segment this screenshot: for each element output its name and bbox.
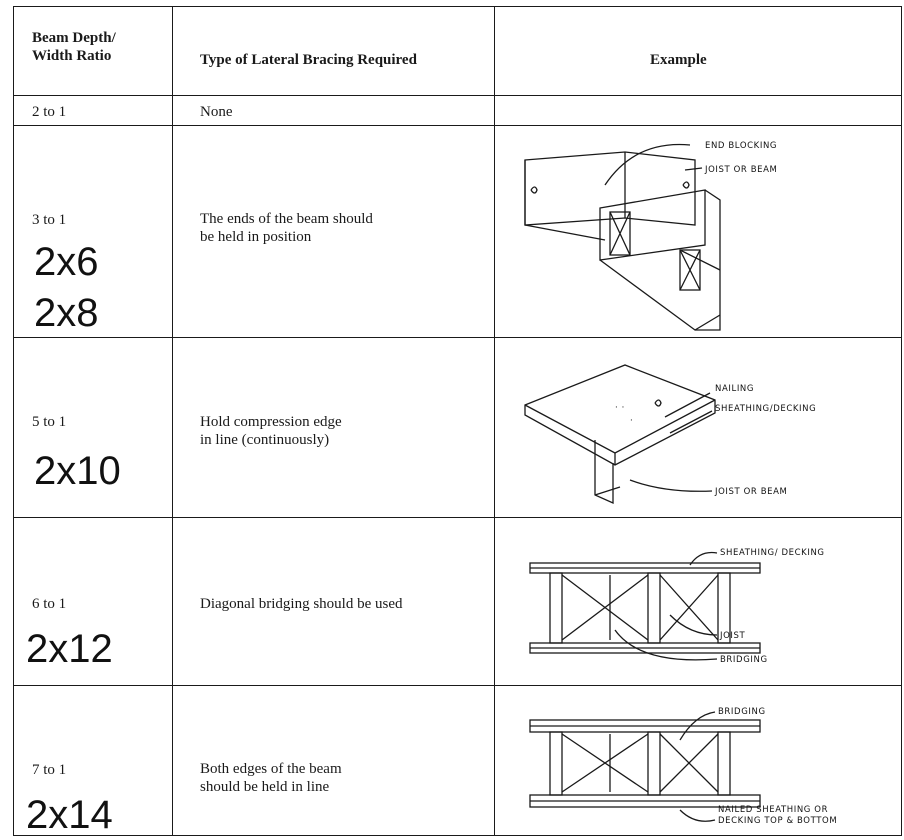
row-5-size-1: 2x14	[26, 793, 113, 837]
svg-text:·: ·	[630, 416, 633, 426]
label-nailed-line2: DECKING TOP & BOTTOM	[718, 816, 837, 826]
row-5-bracing-line2: should be held in line	[200, 779, 330, 795]
row-1-bracing: None	[200, 104, 233, 120]
nailed-sheathing-sketch: BRIDGING NAILED SHEATHING OR DECKING TOP…	[529, 707, 837, 826]
end-blocking-sketch: END BLOCKING JOIST OR BEAM	[524, 141, 777, 331]
row-3-ratio: 5 to 1	[32, 414, 67, 430]
label-bridging-2: BRIDGING	[718, 707, 766, 717]
label-nailed-line1: NAILED SHEATHING OR	[718, 805, 828, 815]
row-2-bracing: The ends of the beam should be held in p…	[200, 210, 373, 246]
row-2-bracing-line1: The ends of the beam should	[200, 211, 373, 227]
row-divider	[14, 337, 901, 338]
label-joist-or-beam-1: JOIST OR BEAM	[704, 165, 777, 175]
label-end-blocking: END BLOCKING	[705, 141, 777, 151]
row-1-ratio: 2 to 1	[32, 104, 67, 120]
row-4-size-1: 2x12	[26, 627, 113, 671]
row-3-size-1: 2x10	[34, 449, 121, 493]
row-2-ratio: 3 to 1	[32, 212, 67, 228]
row-divider	[14, 517, 901, 518]
label-nailing: NAILING	[715, 384, 754, 394]
row-4-bracing: Diagonal bridging should be used	[200, 596, 403, 612]
label-joist: JOIST	[719, 631, 745, 641]
row-3-bracing: Hold compression edge in line (continuou…	[200, 413, 342, 449]
row-divider	[14, 95, 901, 96]
label-joist-or-beam-2: JOIST OR BEAM	[714, 487, 787, 497]
header-ratio-line2: Width Ratio	[32, 48, 112, 64]
row-2-bracing-line2: be held in position	[200, 229, 312, 245]
header-ratio-line1: Beam Depth/	[32, 30, 116, 46]
label-bridging-1: BRIDGING	[720, 655, 768, 665]
header-bracing: Type of Lateral Bracing Required	[200, 52, 417, 68]
label-sheathing-decking-1: SHEATHING/DECKING	[715, 404, 816, 414]
row-divider	[14, 125, 901, 126]
column-divider	[172, 7, 173, 835]
header-ratio: Beam Depth/ Width Ratio	[32, 29, 116, 65]
bracing-table: Beam Depth/ Width Ratio Type of Lateral …	[13, 6, 902, 837]
diagonal-bridging-sketch: SHEATHING/ DECKING JOIST BRIDGING	[529, 548, 825, 665]
row-2-size-1: 2x6	[34, 240, 99, 284]
row-5-bracing-line1: Both edges of the beam	[200, 761, 342, 777]
row-4-ratio: 6 to 1	[32, 596, 67, 612]
sheathing-joist-sketch: · · · NAILING SHEATHING/DECKING JOIST OR…	[524, 364, 816, 505]
row-5-ratio: 7 to 1	[32, 762, 67, 778]
label-sheathing-decking-2: SHEATHING/ DECKING	[720, 548, 825, 558]
row-2-size-2: 2x8	[34, 291, 99, 335]
row-3-bracing-line1: Hold compression edge	[200, 414, 342, 430]
row-5-bracing: Both edges of the beam should be held in…	[200, 760, 342, 796]
row-3-bracing-line2: in line (continuously)	[200, 432, 330, 448]
svg-text:· ·: · ·	[615, 403, 625, 413]
header-example: Example	[650, 52, 707, 68]
row-divider	[14, 685, 901, 686]
column-divider	[494, 7, 495, 835]
